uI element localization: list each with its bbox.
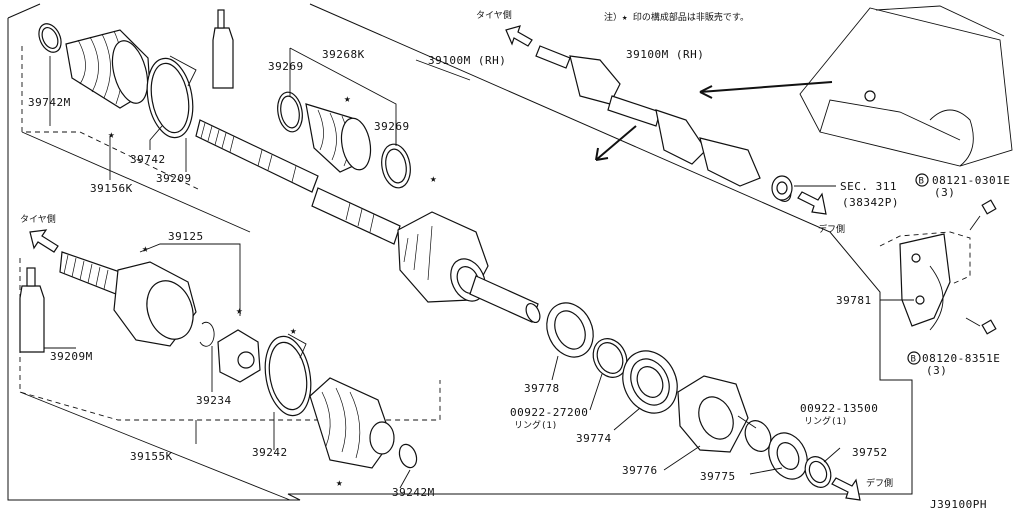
ring-00922-13500 xyxy=(744,420,772,452)
label-39781: 39781 xyxy=(836,294,872,307)
label-bolt-08121: 08121-0301E xyxy=(932,174,1010,187)
clamp-ring-39742M-inner xyxy=(41,27,59,49)
label-39100M-main: 39100M (RH) xyxy=(428,54,506,67)
note-text: 注）★ 印の構成部品は非販売です。 xyxy=(604,11,749,23)
leader-39156K-frame xyxy=(21,131,251,233)
star-mark: ★ xyxy=(108,128,115,141)
frame-corner xyxy=(7,3,41,19)
drive-shaft xyxy=(195,119,401,245)
star-markers: ★ ★ ★ ★ ★ ★ ★ xyxy=(108,92,437,489)
snap-ring-39234 xyxy=(199,321,215,347)
seal-sec311 xyxy=(771,175,793,201)
label-39156K: 39156K xyxy=(90,182,133,195)
seal-39775 xyxy=(768,432,808,480)
grease-tube-left xyxy=(19,267,45,353)
label-39269-right: 39269 xyxy=(374,120,410,133)
ring-39752 xyxy=(804,456,832,488)
b-mark-1: B xyxy=(915,173,929,187)
boot-39268K xyxy=(305,103,372,173)
retainer-39776 xyxy=(677,375,749,453)
grease-tube-top xyxy=(212,9,234,89)
arrow-tire-left xyxy=(29,229,59,253)
label-39209M: 39209M xyxy=(50,350,93,363)
label-39242M: 39242M xyxy=(392,486,435,499)
clamp-39269-left xyxy=(277,91,303,133)
label-39209: 39209 xyxy=(156,172,192,185)
clamp-39242M xyxy=(398,443,418,469)
outer-joint-39125 xyxy=(59,251,197,347)
label-diff-bottom: デフ側 xyxy=(866,477,893,489)
label-00922-13500: 00922-13500 xyxy=(800,402,878,415)
main-frame-outline xyxy=(7,3,913,501)
label-39268K: 39268K xyxy=(322,48,365,61)
label-39155K: 39155K xyxy=(130,450,173,463)
star-mark: ★ xyxy=(290,324,297,337)
leader-39155K-frame xyxy=(19,391,291,501)
bolt-08121 xyxy=(969,199,997,231)
label-ring-1: リング(1) xyxy=(514,419,557,431)
b-mark-letter: B xyxy=(911,355,916,365)
label-39742M: 39742M xyxy=(28,96,71,109)
clamp-band-39209 xyxy=(146,55,197,139)
label-39752: 39752 xyxy=(852,446,888,459)
b-mark-letter: B xyxy=(919,177,924,187)
clamp-39269-right xyxy=(381,143,411,189)
boot-39742 xyxy=(65,29,151,109)
band-39242 xyxy=(264,333,312,417)
arrow-diff-mid xyxy=(797,191,827,215)
group-dash-upper-left xyxy=(21,46,201,191)
label-ring-2: リング(1) xyxy=(804,415,847,427)
label-sec311-ref: (38342P) xyxy=(842,196,899,209)
bearing-39774 xyxy=(622,350,678,414)
seal-39778 xyxy=(546,302,594,358)
star-mark: ★ xyxy=(344,92,351,105)
leader-lines xyxy=(43,56,914,489)
boot-39242M xyxy=(309,377,395,469)
label-39774: 39774 xyxy=(576,432,612,445)
label-39100M-inset: 39100M (RH) xyxy=(626,48,704,61)
label-tire-top: タイヤ側 xyxy=(476,9,512,21)
inset-pointer-arrowhead-1 xyxy=(699,85,713,99)
label-bolt-08121-qty: (3) xyxy=(934,186,955,199)
label-tire-left: タイヤ側 xyxy=(20,213,56,225)
group-dash-lower-left xyxy=(19,258,441,421)
inner-race-39234 xyxy=(217,329,261,383)
star-mark: ★ xyxy=(236,304,243,317)
bracket-dash xyxy=(879,231,971,285)
ring-00922-27200 xyxy=(592,338,628,378)
star-mark: ★ xyxy=(336,476,343,489)
label-00922-27200: 00922-27200 xyxy=(510,406,588,419)
label-39269-left: 39269 xyxy=(268,60,304,73)
inset-pointer-arrowhead-2 xyxy=(595,147,609,161)
label-sec311: SEC. 311 xyxy=(840,180,897,193)
inset-shaft-assembly xyxy=(535,45,792,202)
label-39125: 39125 xyxy=(168,230,204,243)
inset-pointer-arrow-2 xyxy=(595,125,637,161)
bolt-08120 xyxy=(965,317,997,335)
label-diff-mid: デフ側 xyxy=(818,223,845,235)
label-39775: 39775 xyxy=(700,470,736,483)
label-39778: 39778 xyxy=(524,382,560,395)
inset-pointer-arrow-1 xyxy=(699,81,833,93)
label-bolt-08120-qty: (3) xyxy=(926,364,947,377)
label-bolt-08120: 08120-8351E xyxy=(922,352,1000,365)
star-mark: ★ xyxy=(142,242,149,255)
diagram-id: J39100PH xyxy=(930,498,987,511)
b-mark-2: B xyxy=(907,351,921,365)
leader-39125 xyxy=(139,243,241,316)
star-mark: ★ xyxy=(430,172,437,185)
car-front-sketch xyxy=(799,5,1013,167)
tripod-housing xyxy=(397,211,541,324)
arrow-diff-bottom xyxy=(831,477,861,501)
label-39776: 39776 xyxy=(622,464,658,477)
bracket-39781 xyxy=(899,233,951,331)
label-39742: 39742 xyxy=(130,153,166,166)
arrow-tire-top xyxy=(505,25,533,47)
label-39242: 39242 xyxy=(252,446,288,459)
label-39234: 39234 xyxy=(196,394,232,407)
